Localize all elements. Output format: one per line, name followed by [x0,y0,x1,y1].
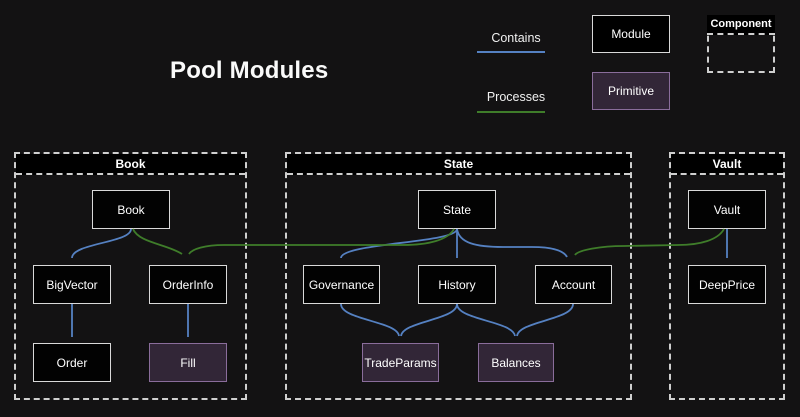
container-vault: Vault [669,152,785,400]
legend-contains-label: Contains [491,31,541,45]
node-deepprice: DeepPrice [688,265,766,304]
node-balances: Balances [478,343,554,382]
container-vault-header: Vault [671,154,783,175]
container-state: State [285,152,632,400]
node-order: Order [33,343,111,382]
legend-primitive-box: Primitive [592,72,670,110]
node-bigvector: BigVector [33,265,111,304]
legend-module-label: Module [611,27,651,41]
node-book-label: Book [117,202,145,217]
node-deepprice-label: DeepPrice [698,277,756,292]
legend-primitive-label: Primitive [607,84,654,98]
node-orderinfo: OrderInfo [149,265,227,304]
page-title: Pool Modules [170,57,329,84]
node-book: Book [92,190,170,229]
legend-component-header: Component [707,15,775,35]
node-balances-label: Balances [491,355,541,370]
container-vault-label: Vault [712,156,742,171]
node-fill-label: Fill [180,355,196,370]
node-history-label: History [438,277,476,292]
node-tradeparams: TradeParams [362,343,439,382]
container-book-label: Book [115,156,146,171]
node-fill: Fill [149,343,227,382]
node-account-label: Account [551,277,596,292]
node-tradeparams-label: TradeParams [364,355,437,370]
container-state-header: State [287,154,630,175]
node-governance: Governance [303,265,380,304]
node-vault: Vault [688,190,766,229]
container-state-label: State [443,156,474,171]
node-account: Account [535,265,612,304]
node-order-label: Order [56,355,88,370]
container-book: Book [14,152,247,400]
node-state-label: State [442,202,472,217]
legend-component-label: Component [710,18,772,30]
legend-processes-label: Processes [486,90,546,104]
legend-module-box: Module [592,15,670,53]
node-vault-label: Vault [713,202,741,217]
container-book-header: Book [16,154,245,175]
node-governance-label: Governance [308,277,375,292]
node-state: State [418,190,496,229]
node-orderinfo-label: OrderInfo [162,277,214,292]
node-bigvector-label: BigVector [46,277,98,292]
node-history: History [418,265,496,304]
legend-component-box: Component [707,15,775,73]
